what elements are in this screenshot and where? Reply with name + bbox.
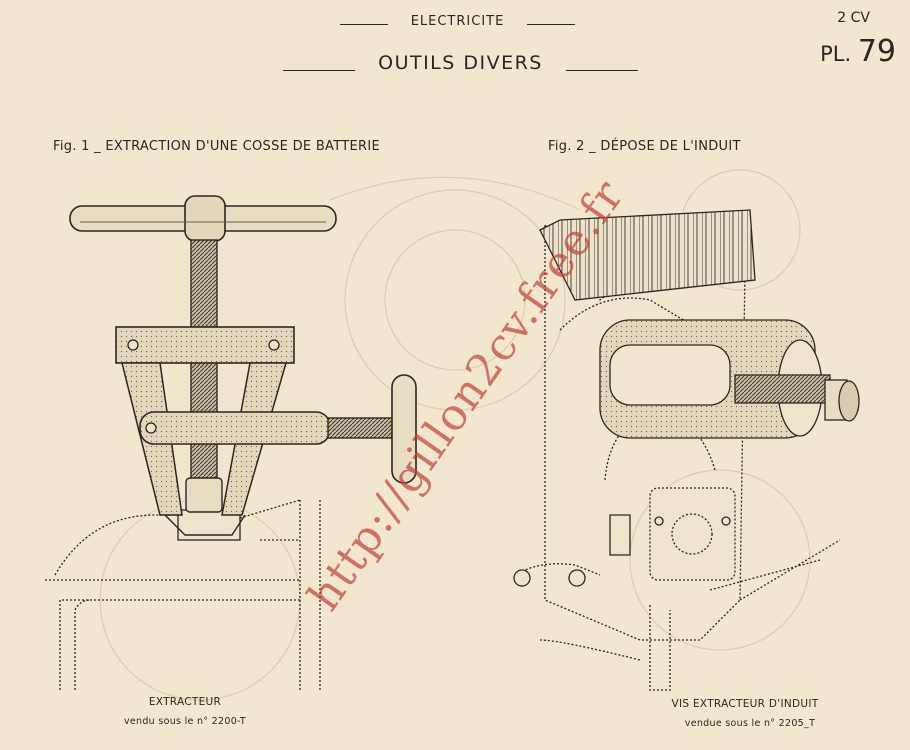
- tool-2-reference: vendue sous le n° 2205_T: [684, 718, 816, 729]
- section-heading: ELECTRICITE: [340, 14, 575, 29]
- battery-outline: [45, 499, 321, 690]
- plate-number: PL. 79: [820, 34, 896, 69]
- tool-1-reference: vendu sous le n° 2200-T: [123, 716, 247, 727]
- figure-2-caption: Fig. 2 _ DÉPOSE DE L'INDUIT: [548, 139, 741, 154]
- plate-prefix: PL.: [820, 42, 852, 66]
- plate-value: 79: [857, 34, 896, 69]
- ghost-background-drawing: [99, 169, 811, 701]
- tool-2-name: VIS EXTRACTEUR D'INDUIT: [671, 698, 819, 710]
- page-title: OUTILS DIVERS: [283, 52, 638, 74]
- model-label: 2 CV: [837, 10, 870, 26]
- figure-1-caption: Fig. 1 _ EXTRACTION D'UNE COSSE DE BATTE…: [53, 139, 380, 154]
- armature-extractor-drawing: [513, 209, 860, 691]
- tool-1-name: EXTRACTEUR: [148, 696, 222, 708]
- battery-terminal-puller-drawing: [45, 195, 417, 690]
